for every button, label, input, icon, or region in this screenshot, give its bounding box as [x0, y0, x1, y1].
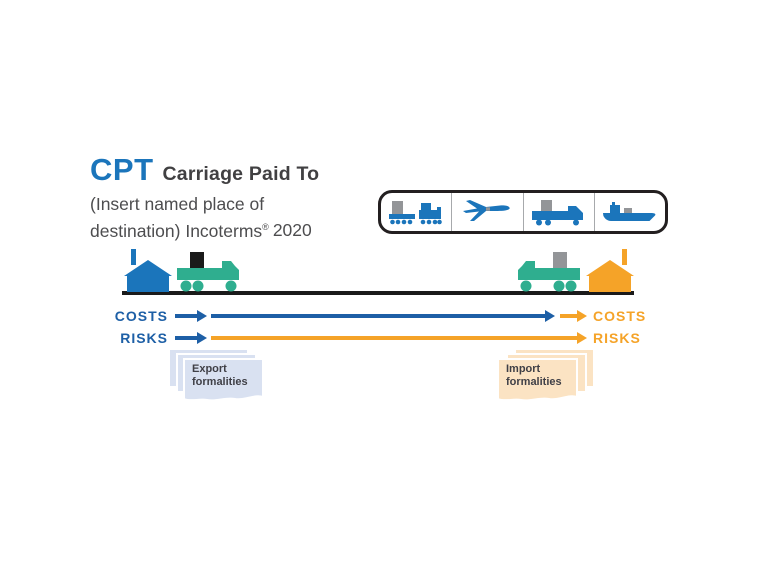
costs-buyer-arrow-line	[560, 314, 577, 318]
seller-costs-label: COSTS	[114, 308, 168, 324]
import-formalities-label: Import formalities	[506, 363, 562, 388]
mode-cell-air	[451, 193, 522, 231]
costs-seller-arrow-line	[175, 314, 197, 318]
airplane-icon	[463, 200, 511, 221]
truck-icon	[531, 200, 583, 226]
buyer-costs-label: COSTS	[593, 308, 647, 324]
risks-seller-arrow-line	[175, 336, 197, 340]
export-papers-icon	[168, 348, 264, 402]
mode-cell-rail	[381, 193, 451, 231]
mode-cell-road	[522, 193, 594, 231]
ship-icon	[602, 202, 656, 221]
seller-risks-label: RISKS	[120, 330, 168, 346]
import-papers-icon	[497, 348, 595, 402]
buyer-risks-label: RISKS	[593, 330, 641, 346]
train-icon	[389, 201, 442, 225]
costs-buyer-arrowhead-icon	[577, 310, 587, 322]
subtitle-line2: destination) Incoterms®2020	[90, 220, 312, 241]
costs-transfer-arrowhead-icon	[545, 310, 555, 322]
incoterms-year: 2020	[272, 220, 312, 241]
risks-buyer-line	[211, 336, 577, 340]
risks-buyer-arrowhead-icon	[577, 332, 587, 344]
export-formalities-note: Export formalities	[168, 344, 282, 406]
incoterm-abbreviation: CPT	[90, 152, 154, 187]
transport-modes-box	[378, 190, 668, 234]
subtitle-line1: (Insert named place of	[90, 194, 265, 214]
import-formalities-note: Import formalities	[482, 344, 596, 406]
costs-carriage-line	[211, 314, 545, 318]
loaded-truck-icon	[177, 252, 239, 292]
registered-trademark-symbol: ®	[262, 221, 269, 232]
risks-seller-arrowhead-icon	[197, 332, 207, 344]
subtitle: (Insert named place of destination) Inco…	[90, 193, 312, 242]
export-formalities-label: Export formalities	[192, 363, 248, 388]
incoterm-name: Carriage Paid To	[162, 163, 320, 185]
mode-cell-sea	[593, 193, 665, 231]
delivery-truck-icon	[518, 252, 580, 292]
page-title: CPT Carriage Paid To	[90, 152, 319, 188]
costs-seller-arrowhead-icon	[197, 310, 207, 322]
factory-icon	[124, 249, 172, 292]
warehouse-icon	[586, 249, 634, 292]
ground-line	[122, 291, 634, 295]
